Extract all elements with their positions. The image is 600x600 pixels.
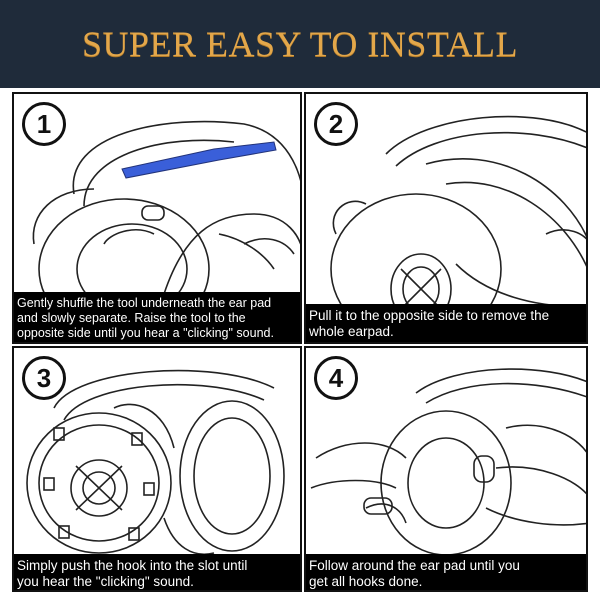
header-banner: SUPER EASY TO INSTALL [0,0,600,88]
step-3-caption-line-1: Simply push the hook into the slot until [17,558,248,573]
step-2-panel: 2 Pull it to the opposite side to remove… [304,92,588,344]
step-2-illustration [330,115,586,309]
step-1-caption-line-1: Gently shuffle the tool underneath the e… [17,296,272,310]
step-3-caption: Simply push the hook into the slot until… [14,554,300,590]
step-1-caption: Gently shuffle the tool underneath the e… [14,292,300,342]
step-1-caption-line-2: and slowly separate. Raise the tool to t… [17,311,246,325]
step-4-caption-line-1: Follow around the ear pad until you [309,558,520,573]
step-4-caption-line-2: get all hooks done. [309,574,423,589]
step-4-caption: Follow around the ear pad until you get … [306,554,586,590]
step-4-panel: 4 Follow around the ear pad until you ge… [304,346,588,592]
step-2-caption-line-1: Pull it to the opposite side to remove t… [309,308,550,323]
step-1-illustration [32,120,300,304]
step-2-caption-line-2: whole earpad. [309,324,394,339]
step-1-panel: 1 Gently shuffle the tool underneath the… [12,92,302,344]
step-3-panel: 3 Simply push the hook into the slot unt… [12,346,302,592]
step-1-number: 1 [22,102,66,146]
step-3-illustration [26,369,285,555]
step-2-caption: Pull it to the opposite side to remove t… [306,304,586,342]
steps-grid: 1 Gently shuffle the tool underneath the… [12,92,588,592]
banner-title: SUPER EASY TO INSTALL [82,24,518,64]
step-4-number: 4 [314,356,358,400]
pry-tool-icon [121,141,277,179]
step-1-caption-line-3: opposite side until you hear a "clicking… [17,326,274,340]
step-3-number: 3 [22,356,66,400]
step-2-number: 2 [314,102,358,146]
step-3-caption-line-2: you hear the "clicking" sound. [17,574,194,589]
